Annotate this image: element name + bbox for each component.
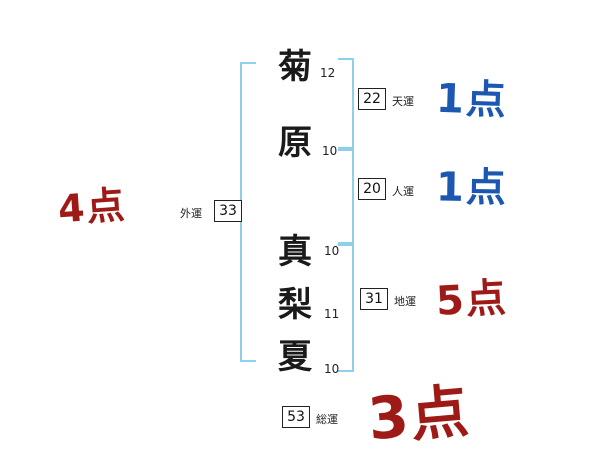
earth-luck-bracket <box>338 242 354 372</box>
name-char-4: 梨 <box>278 285 312 325</box>
outer-luck-score: 4点 <box>56 182 128 232</box>
outer-luck-value-box: 33 <box>214 200 242 222</box>
heaven-luck-value-box: 22 <box>358 88 386 110</box>
outer-luck-bracket <box>240 62 256 362</box>
heaven-luck-label: 天運 <box>392 95 414 108</box>
earth-luck-value-box: 31 <box>360 288 388 310</box>
stroke-count-1: 12 <box>320 66 336 80</box>
earth-luck-score: 5点 <box>434 275 509 325</box>
stroke-count-2: 10 <box>322 144 338 158</box>
stroke-count-4: 11 <box>324 307 340 321</box>
heaven-luck-score: 1点 <box>435 75 509 125</box>
outer-luck-label: 外運 <box>180 207 202 220</box>
person-luck-bracket <box>338 147 354 246</box>
person-luck-value-box: 20 <box>358 178 386 200</box>
name-char-5: 夏 <box>278 337 312 377</box>
heaven-luck-bracket <box>338 58 354 151</box>
earth-luck-label: 地運 <box>394 295 416 308</box>
name-char-2: 原 <box>278 123 312 163</box>
stroke-count-3: 10 <box>324 244 340 258</box>
total-luck-label: 総運 <box>316 413 338 426</box>
name-char-3: 真 <box>278 232 312 272</box>
total-luck-score: 3点 <box>365 376 474 454</box>
person-luck-label: 人運 <box>392 185 414 198</box>
name-char-1: 菊 <box>278 47 312 87</box>
person-luck-score: 1点 <box>435 164 509 212</box>
total-luck-value-box: 53 <box>282 406 310 428</box>
stroke-count-5: 10 <box>324 362 340 376</box>
